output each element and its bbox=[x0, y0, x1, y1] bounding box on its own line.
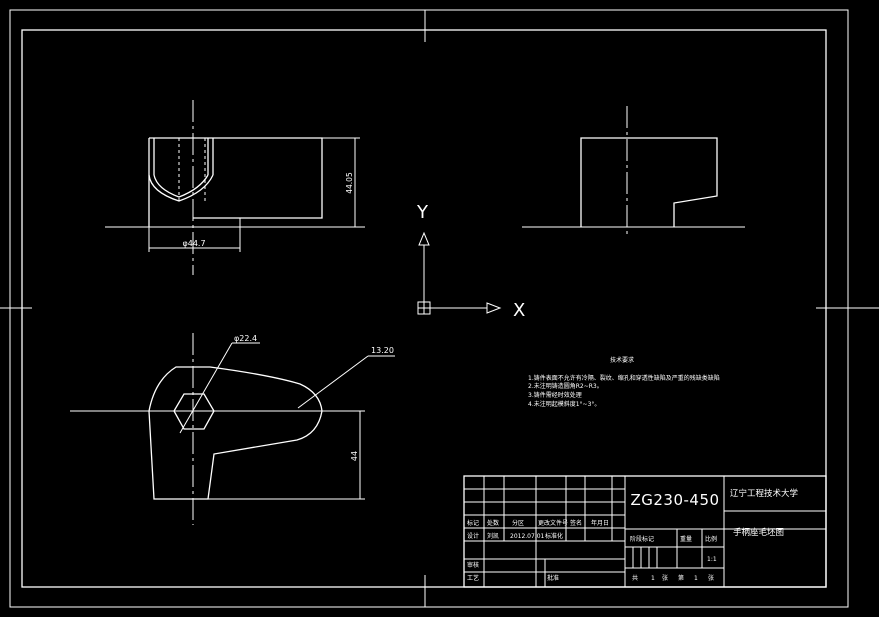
ucs-x-label: X bbox=[513, 300, 525, 321]
tb-standard-label: 标准化 bbox=[545, 532, 563, 540]
tb-ymd-label: 年月日 bbox=[591, 519, 609, 527]
title-block-frame bbox=[463, 475, 827, 588]
tb-review-label: 审核 bbox=[467, 561, 479, 569]
tb-sheet-num-label: 第 bbox=[678, 574, 684, 582]
front-view-boss-arc-inner bbox=[153, 174, 209, 198]
tb-designer: 刘凯 bbox=[487, 532, 499, 540]
tb-sheet-page: 1 bbox=[694, 575, 698, 582]
dim-top-height-label: 44.05 bbox=[345, 172, 354, 194]
tb-sheet-total-label: 共 bbox=[632, 574, 638, 582]
tb-scale-value: 1:1 bbox=[707, 556, 717, 563]
dim-bottom-height-label: 44 bbox=[350, 451, 359, 461]
dim-radius-label: 13.20 bbox=[371, 346, 394, 355]
title-block bbox=[463, 475, 827, 588]
tb-design-label: 设计 bbox=[467, 532, 479, 540]
part-name: 手柄座毛坯图 bbox=[733, 527, 784, 538]
ucs-icon bbox=[417, 231, 502, 315]
school-name: 辽宁工程技术大学 bbox=[730, 488, 799, 499]
tb-zone-label: 分区 bbox=[512, 519, 524, 527]
tb-sheet-unit2: 张 bbox=[708, 574, 714, 582]
tb-stage-label: 阶段标记 bbox=[630, 535, 654, 543]
tb-sheet-total: 1 bbox=[651, 575, 655, 582]
part-code: ZG230-450 bbox=[630, 491, 719, 509]
tb-change-doc-label: 更改文件号 bbox=[538, 519, 568, 527]
notes-item: 2.未注明铸造圆角R2~R3。 bbox=[528, 382, 603, 390]
tb-count-label: 处数 bbox=[487, 519, 499, 527]
notes-item: 3.铸件需经时效处理 bbox=[528, 391, 582, 399]
dim-hole-label: φ22.4 bbox=[234, 334, 257, 343]
tb-craft-label: 工艺 bbox=[467, 574, 479, 582]
ucs-y-arrow bbox=[418, 231, 430, 246]
front-view-boss-arc bbox=[148, 174, 214, 202]
dim-radius-leader bbox=[297, 355, 369, 409]
plan-view bbox=[70, 333, 395, 525]
front-view bbox=[105, 100, 365, 275]
ucs-x-arrow bbox=[486, 302, 502, 314]
side-view bbox=[522, 106, 745, 238]
notes-item: 4.未注明起模斜度1°~3°。 bbox=[528, 400, 600, 408]
ucs-y-label: Y bbox=[416, 202, 429, 223]
plan-view-outline bbox=[148, 366, 323, 500]
notes-item: 1.铸件表面不允许有冷隔、裂纹、缩孔和穿透性缺陷及严重的残缺类缺陷 bbox=[528, 374, 720, 382]
tb-sign-label: 签名 bbox=[570, 519, 582, 527]
tb-weight-label: 重量 bbox=[680, 535, 692, 543]
front-view-outline bbox=[149, 137, 323, 219]
tb-mark-label: 标记 bbox=[467, 519, 479, 527]
plan-view-hex-boss bbox=[173, 393, 215, 430]
tb-date: 2012.07.01 bbox=[510, 533, 545, 540]
notes-title: 技术要求 bbox=[610, 356, 634, 364]
dim-top-width-label: φ44.7 bbox=[182, 239, 205, 248]
tb-scale-label: 比例 bbox=[705, 535, 717, 543]
dim-hole-leader bbox=[179, 342, 233, 434]
side-view-outline bbox=[580, 137, 718, 227]
tb-sheet-unit: 张 bbox=[662, 574, 668, 582]
tb-approve-label: 批准 bbox=[547, 574, 559, 582]
